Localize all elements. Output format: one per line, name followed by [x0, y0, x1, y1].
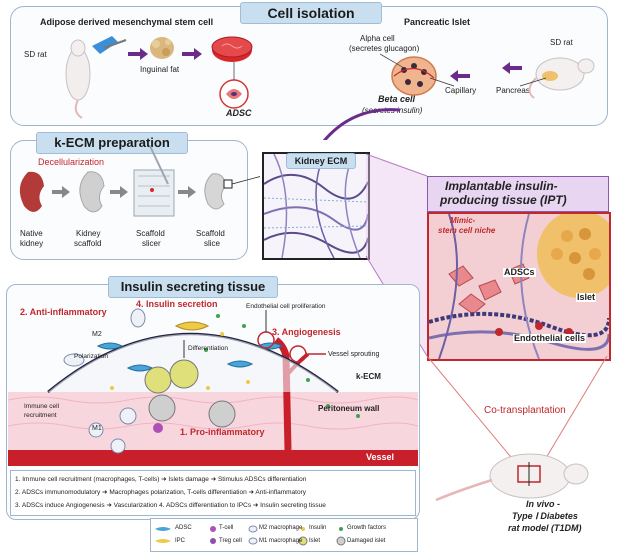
peritoneum-wall-label: Peritoneum wall: [318, 404, 380, 413]
kidney-scaffold-icon: [79, 171, 105, 213]
beta-cell-label: Beta cell: [378, 94, 416, 104]
native-kidney-icon: [19, 171, 44, 212]
native-kidney-label-2: kidney: [20, 239, 44, 248]
rat-left-icon: [65, 39, 91, 119]
endothelial-proliferation-label: Endothelial cell proliferation: [246, 303, 326, 310]
note-line-2: 2. ADSCs immunomodulatory ➜ Macrophages …: [15, 489, 307, 496]
legend-ipc: IPC: [175, 538, 186, 544]
kidney-ecm-header: Kidney ECM: [286, 153, 356, 169]
pancreas-label: Pancreas: [496, 86, 530, 95]
curved-arrow-icon: [322, 108, 401, 140]
islet-tissue-icon: [537, 214, 609, 298]
rat-model-icon: [435, 453, 589, 502]
rat-right-icon: [528, 57, 595, 99]
co-transplantation-label: Co-transplantation: [484, 405, 566, 416]
insulin-secretion-label: 4. Insulin secretion: [136, 299, 218, 309]
legend-swatches: [155, 525, 346, 546]
inguinal-fat-icon: [150, 37, 174, 59]
insulin-tissue-notes: 1. Immune cell recruitment (macrophages,…: [10, 470, 416, 516]
legend-damaged: Damaged islet: [347, 538, 386, 544]
kecm-header: k-ECM preparation: [36, 132, 188, 154]
adscs-label: ADSCs: [503, 267, 536, 277]
endothelial-label: Endothelial cells: [513, 333, 587, 343]
scaffold-slice-icon: [204, 173, 233, 210]
pancreatic-islet-title: Pancreatic Islet: [404, 17, 471, 27]
vessel-sprouting-label: Vessel sprouting: [328, 351, 380, 358]
ipt-title-box: [427, 176, 609, 212]
islet-label: Islet: [576, 292, 597, 302]
mimic-label-1: Mimic-: [450, 216, 476, 225]
arrow-icon: [128, 48, 148, 60]
adsc-cluster-icon: [448, 263, 530, 315]
in-vivo-line1: In vivo -: [526, 499, 561, 509]
adsc-title: Adipose derived mesenchymal stem cell: [40, 17, 214, 27]
kidney-scaffold-label-2: scaffold: [74, 239, 102, 248]
cell-isolation-illustrations: [65, 36, 595, 140]
alpha-cell-desc: (secretes glucagon): [349, 44, 420, 53]
immune-recruitment-label-1: Immune cell: [24, 403, 60, 410]
mimic-label-2: stem cell niche: [438, 226, 496, 235]
adsc-label: ADSC: [226, 108, 252, 118]
legend-m1: M1 macrophage: [259, 538, 303, 544]
legend-adsc: ADSC: [175, 525, 192, 531]
note-line-1: 1. Immune cell recruitment (macrophages,…: [15, 476, 307, 483]
legend-tcell: T-cell: [219, 525, 234, 531]
legend-growth: Growth factors: [347, 525, 387, 531]
kecm-label: k-ECM: [356, 372, 381, 381]
vessel-label: Vessel: [366, 452, 395, 462]
legend-m2: M2 macrophage: [259, 525, 303, 531]
scissors-icon: [103, 39, 127, 49]
arrow-icon: [450, 70, 470, 82]
glove-icon: [92, 36, 118, 54]
polarization-label: Polarization: [74, 353, 108, 360]
native-kidney-label-1: Native: [20, 229, 43, 238]
arrow-icon: [502, 62, 522, 74]
arrow-icon: [52, 186, 70, 198]
alpha-cell-label: Alpha cell: [360, 34, 395, 43]
scaffold-slicer-icon: [133, 145, 175, 217]
sd-rat-left-label: SD rat: [24, 50, 47, 59]
rat-model-illustration: [435, 453, 589, 502]
in-vivo-line2: Type Ⅰ Diabetes: [512, 511, 578, 521]
arrow-icon: [110, 186, 128, 198]
cell-isolation-header: Cell isolation: [240, 2, 382, 24]
islet-icon: [391, 56, 437, 96]
legend-insulin: Insulin: [309, 525, 327, 531]
pro-inflammatory-label: 1. Pro-inflammatory: [180, 427, 265, 437]
insulin-tissue-header: Insulin secreting tissue: [108, 276, 278, 298]
differentiation-label: Differentiation: [188, 345, 228, 352]
scaffold-slice-label-2: slice: [204, 239, 221, 248]
legend-treg: Treg cell: [219, 538, 242, 544]
scaffold-slicer-label-2: slicer: [142, 239, 161, 248]
decellularization-label: Decellularization: [38, 157, 105, 167]
islet-cluster-icon: [144, 359, 236, 428]
m1-label: M1: [92, 425, 102, 432]
kidney-scaffold-label-1: Kidney: [76, 229, 101, 238]
immune-recruitment-label-2: recruitment: [24, 412, 57, 419]
scaffold-slice-label-1: Scaffold: [196, 229, 225, 238]
arrow-icon: [182, 48, 202, 60]
legend: ADSC IPC T-cell Treg cell M2 macrophage …: [150, 518, 418, 552]
m2-label: M2: [92, 331, 102, 338]
capillary-label: Capillary: [445, 86, 477, 95]
insulin-tissue-illustration: [8, 308, 418, 466]
inguinal-fat-label: Inguinal fat: [140, 65, 180, 74]
in-vivo-line3: rat model (T1DM): [508, 523, 582, 533]
ipt-illustration: [429, 214, 609, 359]
legend-islet: Islet: [309, 538, 321, 544]
note-line-3: 3. ADSCs induce Angiogenesis ➜ Vasculari…: [15, 502, 326, 509]
petri-dish-icon: [211, 36, 253, 62]
sd-rat-right-label: SD rat: [550, 38, 573, 47]
arrow-icon: [178, 186, 196, 198]
scaffold-slicer-label-1: Scaffold: [136, 229, 165, 238]
ipt-title-line2: producing tissue (IPT): [440, 193, 567, 207]
kecm-illustrations: [19, 145, 260, 217]
angiogenesis-label: 3. Angiogenesis: [272, 327, 341, 337]
ipt-title-line1: Implantable insulin-: [445, 179, 558, 193]
anti-inflammatory-label: 2. Anti-inflammatory: [20, 307, 107, 317]
